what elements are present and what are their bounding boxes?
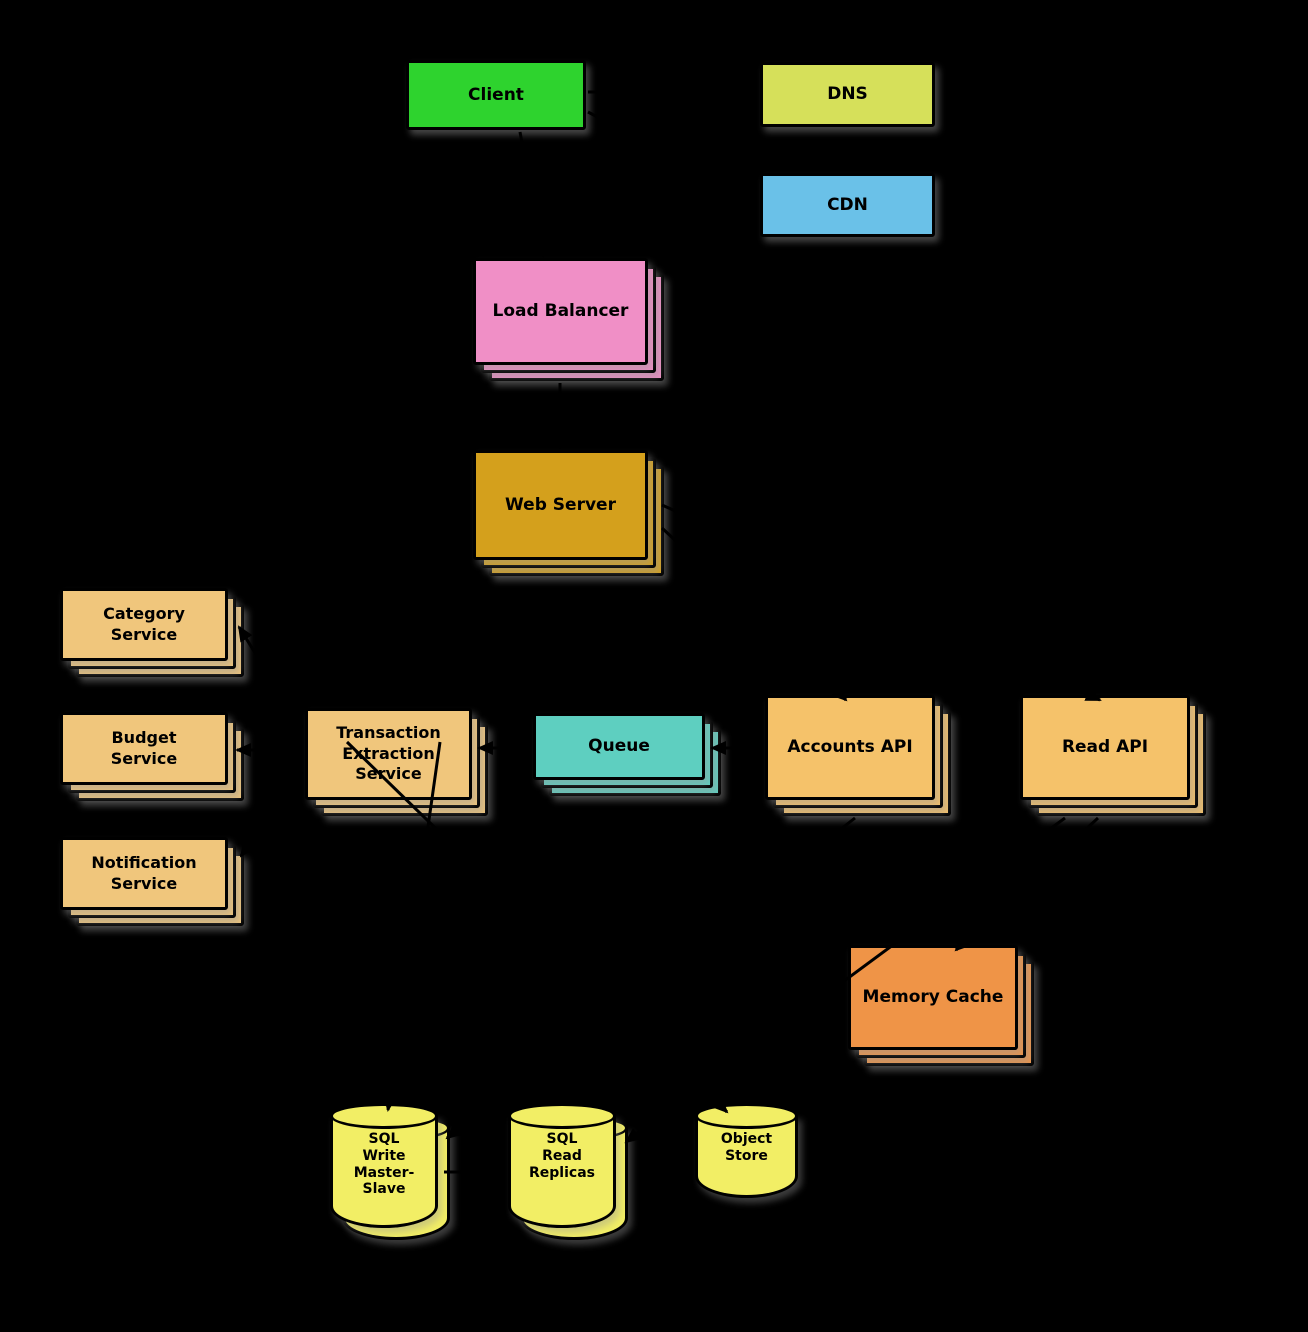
node-dns: DNS bbox=[760, 62, 935, 127]
box-face: Queue bbox=[533, 713, 705, 780]
node-web-server: Web Server bbox=[473, 450, 664, 576]
node-label: Client bbox=[468, 84, 524, 105]
node-label: Notification Service bbox=[91, 852, 197, 893]
node-notification-service: Notification Service bbox=[60, 837, 244, 926]
node-queue: Queue bbox=[533, 713, 721, 796]
node-label: Memory Cache bbox=[862, 987, 1004, 1008]
cylinder-top bbox=[508, 1103, 616, 1129]
cylinder-top bbox=[695, 1103, 798, 1129]
cylinder-body bbox=[330, 1115, 438, 1228]
box-face: CDN bbox=[760, 173, 935, 237]
node-label: Web Server bbox=[505, 494, 616, 515]
node-label: Queue bbox=[588, 736, 650, 757]
cylinder-face bbox=[330, 1103, 438, 1228]
node-label: Accounts API bbox=[787, 737, 913, 758]
node-label: Category Service bbox=[103, 603, 185, 644]
node-budget-service: Budget Service bbox=[60, 712, 244, 801]
node-sql-write-master-slave: SQL Write Master- Slave bbox=[330, 1103, 450, 1240]
node-label: SQL Write Master- Slave bbox=[353, 1131, 415, 1198]
node-transaction-extraction-service: Transaction Extraction Service bbox=[305, 708, 488, 816]
box-face: Web Server bbox=[473, 450, 648, 560]
box-face: Client bbox=[406, 60, 586, 130]
cylinder-top bbox=[330, 1103, 438, 1129]
box-face: Notification Service bbox=[60, 837, 228, 910]
node-label: SQL Read Replicas bbox=[529, 1131, 595, 1181]
node-accounts-api: Accounts API bbox=[765, 695, 951, 816]
box-face: DNS bbox=[760, 62, 935, 127]
node-load-balancer: Load Balancer bbox=[473, 258, 664, 381]
node-label: Read API bbox=[1061, 737, 1149, 758]
node-label: Budget Service bbox=[110, 727, 178, 768]
box-face: Category Service bbox=[60, 588, 228, 661]
node-cdn: CDN bbox=[760, 173, 935, 237]
box-face: Read API bbox=[1020, 695, 1190, 800]
box-face: Load Balancer bbox=[473, 258, 648, 365]
node-client: Client bbox=[406, 60, 586, 130]
node-object-store: Object Store bbox=[695, 1103, 798, 1198]
node-label: Load Balancer bbox=[492, 301, 629, 322]
node-sql-read-replicas: SQL Read Replicas bbox=[508, 1103, 628, 1240]
node-read-api: Read API bbox=[1020, 695, 1206, 816]
node-memory-cache: Memory Cache bbox=[848, 945, 1034, 1066]
box-face: Budget Service bbox=[60, 712, 228, 785]
node-category-service: Category Service bbox=[60, 588, 244, 677]
node-label: DNS bbox=[827, 84, 868, 105]
box-face: Memory Cache bbox=[848, 945, 1018, 1050]
box-face: Transaction Extraction Service bbox=[305, 708, 472, 800]
node-label: Transaction Extraction Service bbox=[336, 722, 441, 784]
node-label: CDN bbox=[827, 194, 868, 215]
box-face: Accounts API bbox=[765, 695, 935, 800]
node-label: Object Store bbox=[720, 1131, 773, 1164]
